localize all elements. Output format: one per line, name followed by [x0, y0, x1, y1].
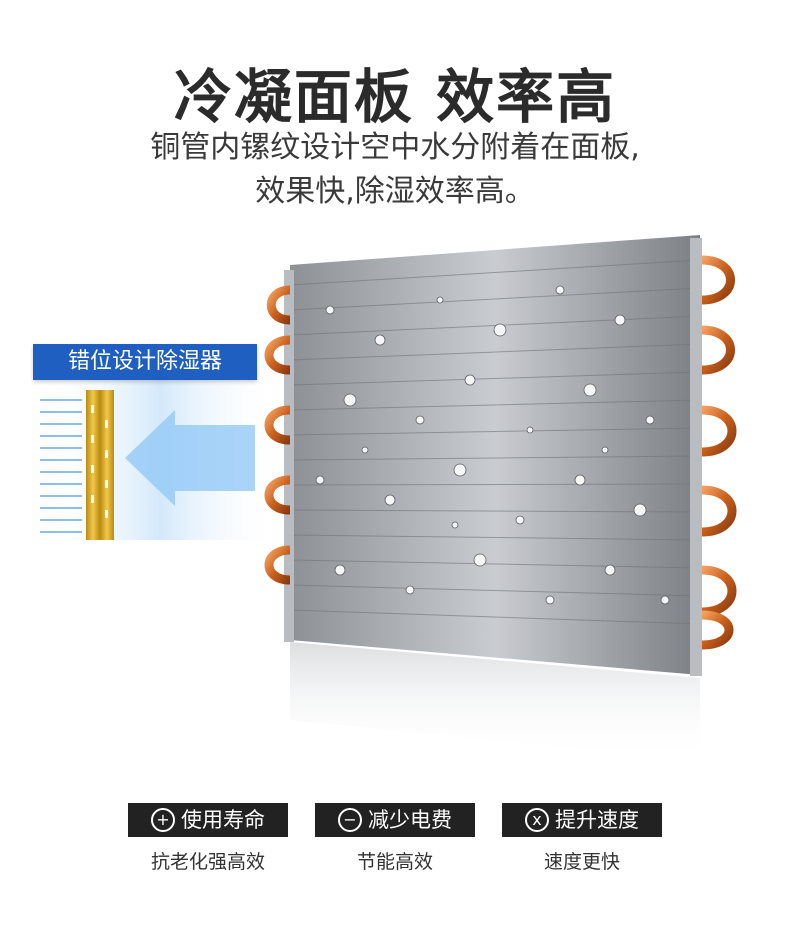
feature-badge: − 减少电费: [315, 803, 475, 837]
condenser-panel: [264, 235, 737, 676]
x-circle-icon: x: [525, 808, 549, 832]
feature-speed: x 提升速度 速度更快: [502, 803, 662, 874]
feature-desc: 速度更快: [543, 851, 620, 873]
feature-lifespan: + 使用寿命 抗老化强高效: [128, 803, 288, 874]
subtitle-line-1: 铜管内镙纹设计空中水分附着在面板,: [150, 130, 640, 165]
minus-circle-icon: −: [338, 808, 362, 832]
feature-desc: 节能高效: [356, 851, 433, 873]
dehumidifier-label: 错位设计除湿器: [33, 344, 257, 380]
feature-desc: 抗老化强高效: [150, 851, 265, 873]
condenser-illustration: [40, 235, 737, 760]
feature-label: 减少电费: [368, 808, 452, 832]
page-subtitle: 铜管内镙纹设计空中水分附着在面板, 效果快,除湿效率高。: [0, 126, 790, 214]
feature-label: 提升速度: [555, 808, 639, 832]
feature-list: + 使用寿命 抗老化强高效 − 减少电费 节能高效 x 提升速度 速度更快: [0, 803, 790, 883]
feature-label: 使用寿命: [181, 808, 265, 832]
airflow-arrow: [125, 410, 255, 506]
subtitle-line-2: 效果快,除湿效率高。: [255, 174, 535, 209]
feature-badge: x 提升速度: [502, 803, 662, 837]
plus-circle-icon: +: [151, 808, 175, 832]
feature-power: − 减少电费 节能高效: [315, 803, 475, 874]
page-title: 冷凝面板 效率高: [173, 63, 617, 131]
dehumidifier-module: [40, 390, 114, 540]
feature-badge: + 使用寿命: [128, 803, 288, 837]
condenser-reflection: [290, 642, 700, 760]
